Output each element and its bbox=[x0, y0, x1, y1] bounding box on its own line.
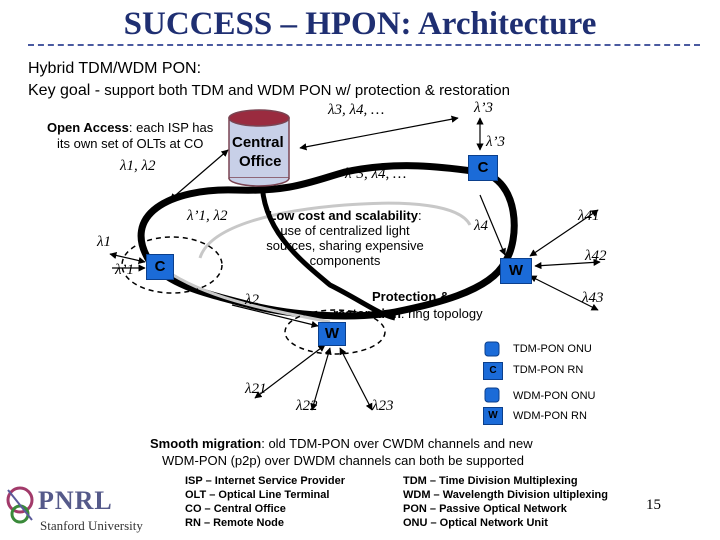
low-cost-block: Low cost and scalability: use of central… bbox=[245, 208, 445, 268]
branch-l43 bbox=[529, 275, 599, 311]
legend-wdm-onu-icon bbox=[484, 387, 500, 403]
branch-l22 bbox=[310, 347, 332, 411]
branch-l23 bbox=[339, 347, 373, 411]
abbrev-wdm: WDM – Wavelength Division ultiplexing bbox=[403, 489, 608, 501]
low-cost-line-2: use of centralized light bbox=[280, 223, 410, 238]
bottom-node-dashed-ellipse bbox=[284, 309, 386, 355]
abbrev-tdm: TDM – Time Division Multiplexing bbox=[403, 475, 578, 487]
branch-l42 bbox=[534, 258, 601, 270]
open-access-line-1: Open Access: each ISP has bbox=[47, 120, 213, 135]
label-l43: λ43 bbox=[582, 290, 604, 306]
arrow-co-left-up bbox=[169, 149, 229, 201]
inner-ring-line bbox=[198, 201, 472, 259]
abbrev-rn: RN – Remote Node bbox=[185, 517, 285, 529]
pnrl-logo-icon bbox=[6, 486, 34, 524]
arrow-l2 bbox=[231, 304, 319, 328]
legend-tdm-rn: TDM-PON RN bbox=[513, 364, 584, 376]
label-left-l1: λ1 bbox=[97, 234, 111, 250]
legend-tdm-onu: TDM-PON ONU bbox=[513, 343, 592, 355]
smooth-text-1: : old TDM-PON over CWDM channels and new bbox=[261, 436, 533, 451]
legend-wdm-onu: WDM-PON ONU bbox=[513, 390, 596, 402]
label-l42: λ42 bbox=[585, 248, 607, 264]
label-l3p-top: λ’3 bbox=[474, 100, 493, 116]
label-l22: λ22 bbox=[296, 398, 318, 414]
low-cost-line-3: sources, sharing expensive bbox=[266, 238, 424, 253]
co-label-2: Office bbox=[239, 153, 282, 170]
branch-l41 bbox=[529, 209, 599, 257]
intro-key-goal-text: support both TDM and WDM PON w/ protecti… bbox=[100, 82, 510, 99]
legend-tdm-rn-icon: C bbox=[483, 362, 503, 380]
intro-line-1: Hybrid TDM/WDM PON: bbox=[28, 60, 202, 77]
abbrev-isp: ISP – Internet Service Provider bbox=[185, 475, 345, 487]
low-cost-bold: Low cost and scalability bbox=[268, 208, 418, 223]
low-cost-line-4: components bbox=[309, 253, 381, 268]
smooth-bold: Smooth migration bbox=[150, 436, 262, 451]
co-cylinder-bottom bbox=[228, 177, 290, 187]
label-left-l1p: λ’1 bbox=[115, 262, 134, 278]
lower-arc bbox=[164, 268, 331, 324]
abbrev-left-list: ISP – Internet Service Provider OLT – Op… bbox=[185, 474, 345, 530]
logo-sub: Stanford University bbox=[40, 518, 143, 533]
label-l2: λ2 bbox=[245, 292, 259, 308]
page-number: 15 bbox=[646, 497, 661, 513]
label-l23: λ23 bbox=[372, 398, 394, 414]
slide-title: SUCCESS – HPON: Architecture bbox=[123, 6, 597, 42]
abbrev-co: CO – Central Office bbox=[185, 503, 286, 515]
legend-wdm-rn: WDM-PON RN bbox=[513, 410, 587, 422]
title-divider bbox=[28, 44, 700, 46]
arrow-l4 bbox=[479, 194, 506, 256]
logo-name: PNRL bbox=[38, 486, 113, 515]
label-co-out: λ3, λ4, … bbox=[328, 102, 385, 118]
node-c-right: C bbox=[468, 155, 498, 181]
open-access-line-2: its own set of OLTs at CO bbox=[57, 136, 204, 151]
node-c-left: C bbox=[146, 254, 174, 280]
node-w-right: W bbox=[500, 258, 532, 284]
label-l4: λ4 bbox=[474, 218, 488, 234]
label-l21: λ21 bbox=[245, 381, 267, 397]
smooth-line-2: WDM-PON (p2p) over DWDM channels can bot… bbox=[162, 453, 524, 468]
protection-bold-2: restoration bbox=[333, 306, 401, 321]
co-label-1: Central bbox=[232, 134, 284, 151]
abbrev-pon: PON – Passive Optical Network bbox=[403, 503, 567, 515]
label-co-left-p: λ’1, λ2 bbox=[187, 208, 228, 224]
node-w-bottom: W bbox=[318, 322, 346, 346]
protection-text: : ring topology bbox=[400, 306, 483, 321]
label-l41: λ41 bbox=[578, 208, 600, 224]
co-cylinder-top bbox=[228, 109, 290, 127]
legend-tdm-onu-icon bbox=[484, 341, 500, 357]
low-cost-colon: : bbox=[417, 208, 422, 223]
open-access-bold: Open Access bbox=[47, 120, 129, 135]
intro-line-2: Key goal - support both TDM and WDM PON … bbox=[28, 82, 510, 100]
legend-wdm-rn-icon: W bbox=[483, 407, 503, 425]
co-drop-right bbox=[259, 179, 396, 321]
label-l3p-mid: λ’3 bbox=[486, 134, 505, 150]
abbrev-olt: OLT – Optical Line Terminal bbox=[185, 489, 330, 501]
open-access-text-1: : each ISP has bbox=[128, 120, 214, 135]
arrow-co-to-right bbox=[299, 115, 459, 151]
intro-key-goal: Key goal - bbox=[28, 82, 101, 99]
abbrev-onu: ONU – Optical Network Unit bbox=[403, 517, 548, 529]
smooth-line-1: Smooth migration: old TDM-PON over CWDM … bbox=[150, 436, 533, 451]
left-node-dashed-ellipse bbox=[121, 236, 223, 294]
protection-line-2: restoration: ring topology bbox=[333, 306, 483, 321]
abbrev-right-list: TDM – Time Division Multiplexing WDM – W… bbox=[403, 474, 608, 530]
protection-line-1: Protection & bbox=[372, 289, 450, 304]
label-co-left: λ1, λ2 bbox=[120, 158, 156, 174]
arrow-left-l1 bbox=[109, 251, 146, 265]
label-co-upper: λ’3, λ4, … bbox=[345, 166, 407, 182]
